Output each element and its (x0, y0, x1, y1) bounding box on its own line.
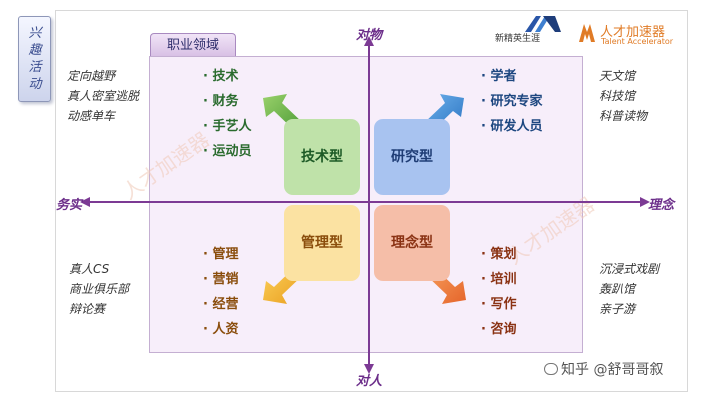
list-item: 轰趴馆 (599, 282, 636, 296)
list-item: 运动员 (203, 139, 251, 164)
list-item: 咨询 (481, 317, 516, 342)
axis-arrow-up-icon (364, 36, 374, 46)
list-item: 研发人员 (481, 114, 542, 139)
list-item: 科普读物 (599, 109, 648, 123)
list-item: 辩论赛 (69, 302, 106, 316)
list-item: 策划 (481, 242, 516, 267)
horizontal-axis (88, 201, 641, 203)
watermark-credit-text: 知乎 @舒哥哥叙 (561, 362, 664, 378)
axis-label-bottom: 对人 (356, 374, 383, 389)
list-item: 学者 (481, 64, 542, 89)
list-item: 动感单车 (67, 109, 116, 123)
quadrant-concept: 理念型 (374, 205, 450, 281)
activities-bottom-left: 真人CS 商业俱乐部 辩论赛 (69, 259, 129, 319)
quadrant-research: 研究型 (374, 119, 450, 195)
concept-career-list: 策划 培训 写作 咨询 (481, 242, 516, 342)
activities-bottom-right: 沉浸式戏剧 轰趴馆 亲子游 (599, 259, 659, 319)
tech-career-list: 技术 财务 手艺人 运动员 (203, 64, 251, 164)
axis-label-top: 对物 (356, 28, 383, 43)
list-item: 真人密室逃脱 (67, 89, 140, 103)
list-item: 研究专家 (481, 89, 542, 114)
axis-label-right: 理念 (648, 198, 675, 213)
interest-activities-tab: 兴趣活动 (18, 16, 51, 102)
talent-accelerator-logo-icon (579, 24, 595, 42)
axis-arrow-left-icon (80, 197, 90, 207)
list-item: 亲子游 (599, 302, 636, 316)
interest-activities-label: 兴趣活动 (28, 26, 42, 92)
list-item: 管理 (203, 242, 238, 267)
vertical-axis (368, 44, 370, 366)
quadrant-management: 管理型 (284, 205, 360, 281)
list-item: 写作 (481, 292, 516, 317)
axis-label-left: 务实 (56, 198, 83, 213)
list-item: 手艺人 (203, 114, 251, 139)
list-item: 定向越野 (67, 69, 116, 83)
activities-top-right: 天文馆 科技馆 科普读物 (599, 66, 647, 126)
list-item: 营销 (203, 267, 238, 292)
research-career-list: 学者 研究专家 研发人员 (481, 64, 542, 139)
talent-accelerator-en: Talent Accelerator (601, 37, 674, 46)
activities-top-left: 定向越野 真人密室逃脱 动感单车 (67, 66, 139, 126)
axis-arrow-right-icon (640, 197, 650, 207)
new-elite-logo-icon (525, 16, 561, 32)
list-item: 培训 (481, 267, 516, 292)
list-item: 真人CS (69, 262, 110, 276)
list-item: 科技馆 (599, 89, 636, 103)
list-item: 商业俱乐部 (69, 282, 130, 296)
list-item: 天文馆 (599, 69, 636, 83)
talent-accelerator-cn: 人才加速器 (600, 25, 666, 40)
quadrant-tech: 技术型 (284, 119, 360, 195)
list-item: 技术 (203, 64, 251, 89)
list-item: 财务 (203, 89, 251, 114)
career-field-tab: 职业领域 (150, 33, 236, 57)
list-item: 人资 (203, 317, 238, 342)
new-elite-logo-text: 新精英生涯 (495, 34, 541, 44)
watermark-credit: 知乎 @舒哥哥叙 (544, 359, 663, 379)
list-item: 经营 (203, 292, 238, 317)
axis-arrow-down-icon (364, 364, 374, 374)
list-item: 沉浸式戏剧 (599, 262, 660, 276)
management-career-list: 管理 营销 经营 人资 (203, 242, 238, 342)
chat-bubble-icon (544, 363, 558, 375)
